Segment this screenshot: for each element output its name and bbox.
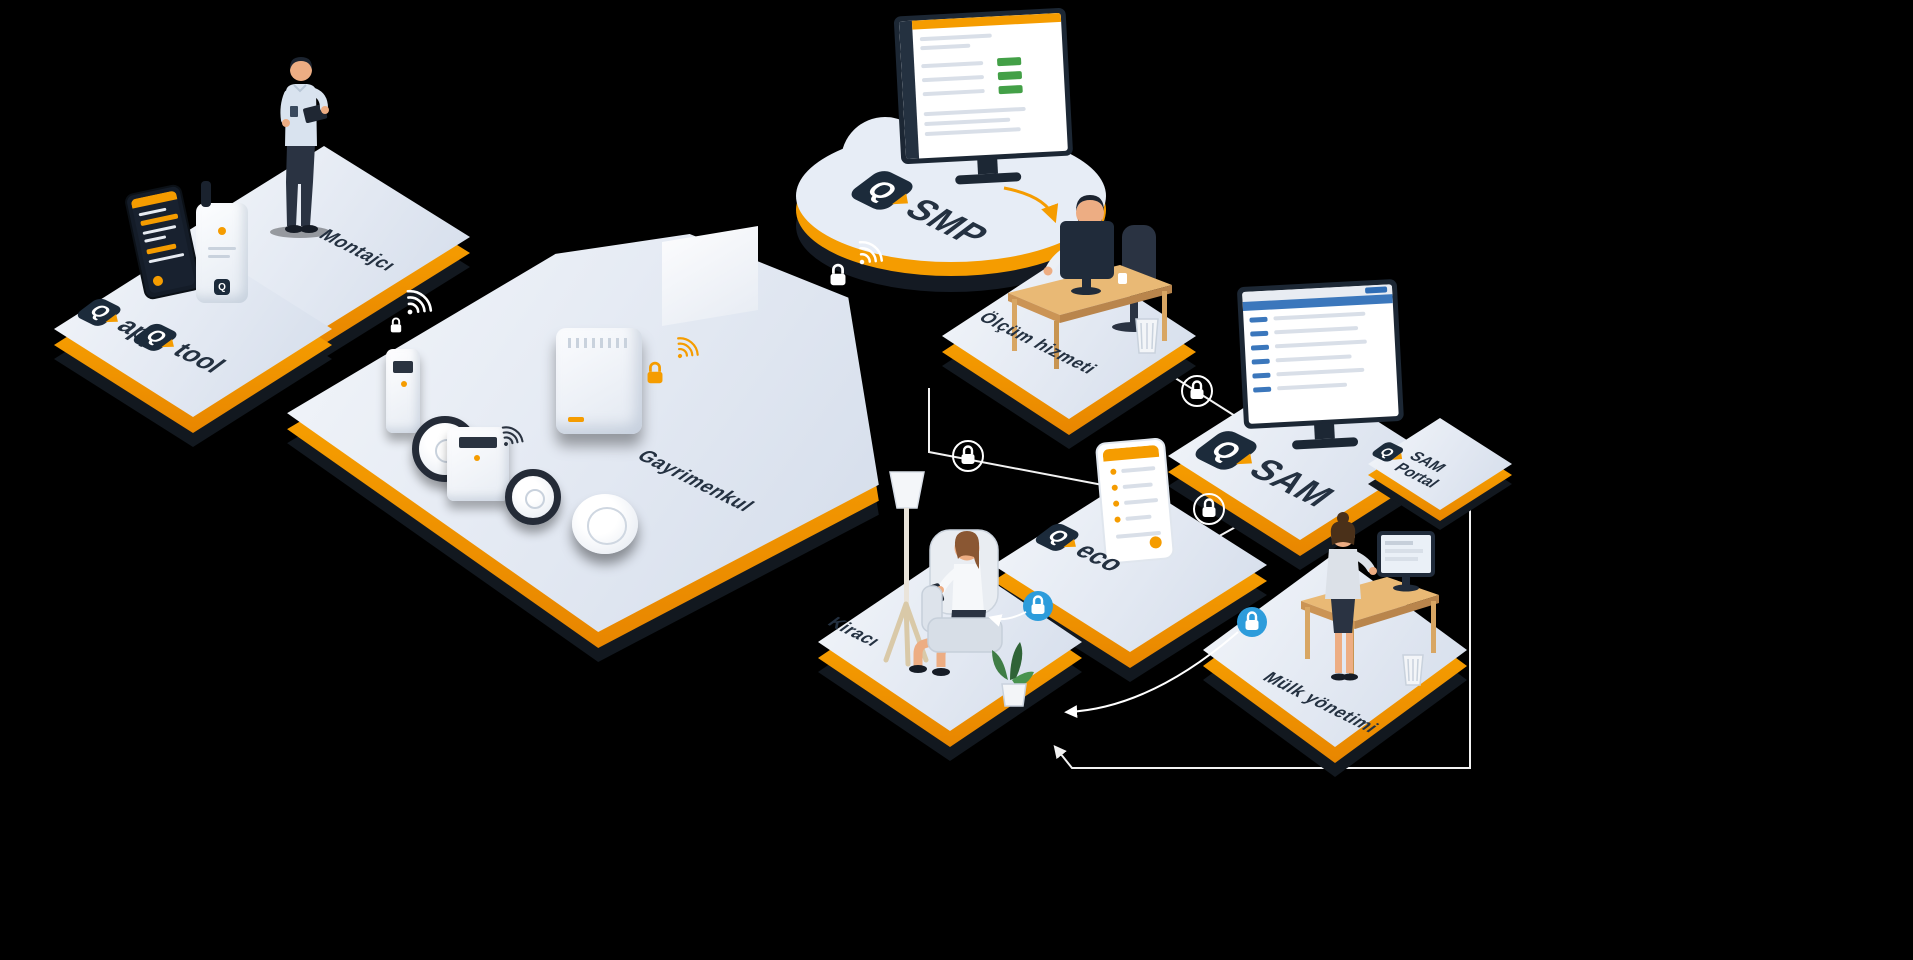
tenant-scene	[883, 471, 1034, 707]
lock-badge	[952, 440, 984, 472]
desk-monitor-back	[1060, 221, 1114, 295]
antenna-icon	[201, 181, 211, 207]
water-meter-small	[505, 469, 561, 525]
armchair-seat	[927, 617, 1003, 653]
heat-meter	[447, 427, 509, 501]
sam-monitor	[1236, 278, 1405, 452]
qeco-screen	[1102, 444, 1168, 558]
q-logo: Q	[214, 279, 230, 295]
qtool-device: Q	[196, 181, 248, 303]
smoke-detector	[572, 494, 638, 554]
potted-plant	[992, 642, 1034, 707]
floor-lamp	[883, 471, 929, 667]
installer-figure	[270, 57, 330, 238]
measurement-service-scene	[1008, 195, 1172, 369]
coffee-cup	[1118, 273, 1127, 284]
heat-cost-allocator	[386, 349, 420, 433]
wall-panel-device	[662, 226, 758, 326]
gateway-device	[556, 328, 642, 434]
waste-bin	[1135, 318, 1159, 354]
smp-screen	[898, 12, 1068, 160]
smp-monitor	[893, 7, 1075, 188]
waste-bin	[1402, 654, 1424, 686]
sam-screen	[1242, 284, 1399, 424]
